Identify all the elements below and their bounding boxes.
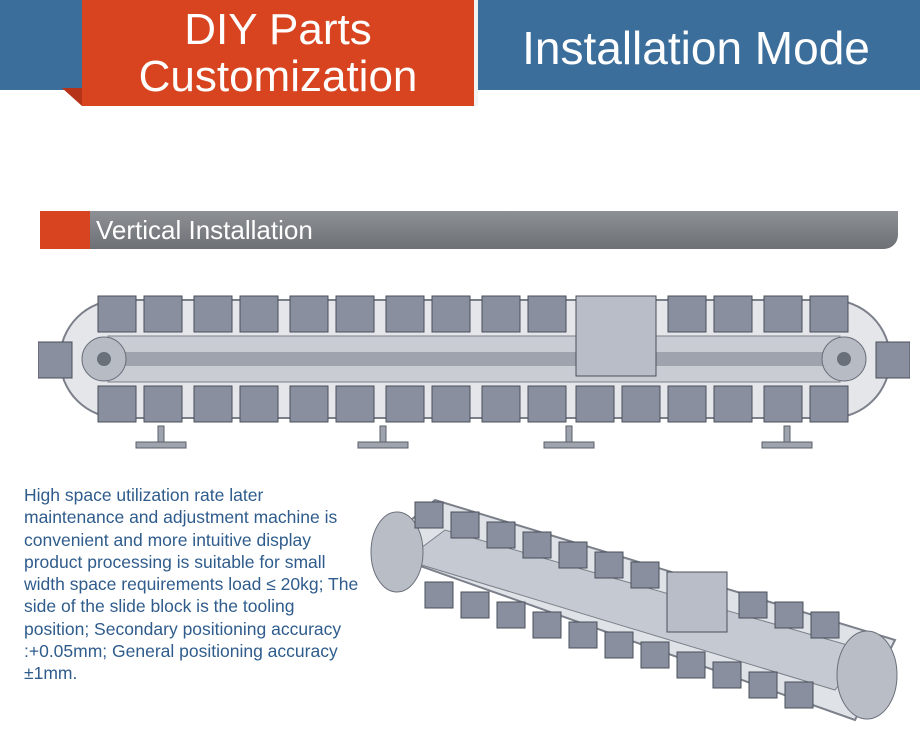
customization-title-line2: Customization: [138, 52, 418, 101]
section-title: Vertical Installation: [96, 215, 313, 245]
track-isometric-illustration: [370, 498, 898, 722]
customization-title-line1: DIY Parts: [184, 5, 372, 54]
description-text: High space utilization rate later mainte…: [24, 485, 359, 684]
installation-mode-title: Installation Mode: [522, 22, 870, 74]
header-banner-fold: [62, 88, 82, 106]
track-front-view-illustration: [38, 295, 910, 449]
section-title-bar: [40, 211, 898, 249]
customization-title: DIY Parts Customization: [82, 0, 474, 100]
section-title-accent: [40, 211, 90, 249]
header-banner-red: [82, 0, 478, 106]
